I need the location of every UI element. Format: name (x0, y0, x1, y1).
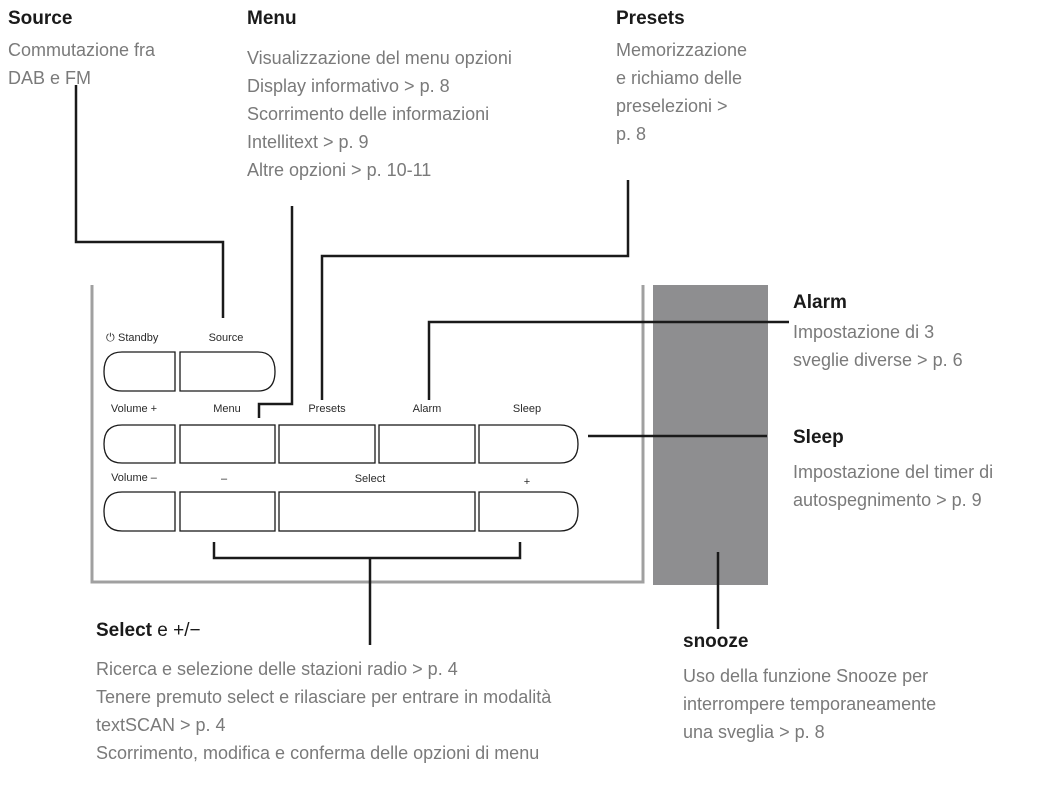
sleep-label: Sleep (513, 403, 541, 415)
presets-callout-text: Memorizzazione e richiamo delle preselez… (616, 36, 747, 148)
select-label: Select (355, 473, 386, 485)
select-desc-line: Scorrimento, modifica e conferma delle o… (96, 743, 540, 763)
presets-callout-title: Presets (616, 8, 685, 29)
volume-minus-button[interactable] (103, 491, 176, 532)
menu-button[interactable] (179, 424, 276, 464)
select-desc-line: Ricerca e selezione delle stazioni radio… (96, 659, 458, 679)
panel-outline (90, 285, 645, 584)
snooze-callout-text: Uso della funzione Snooze per interrompe… (683, 662, 936, 746)
menu-desc-line: Display informativo > p. 8 (247, 76, 450, 96)
presets-button[interactable] (278, 424, 376, 464)
snooze-callout-title: snooze (683, 631, 749, 652)
menu-desc-line: Scorrimento delle informazioni (247, 104, 490, 124)
menu-callout-text: Visualizzazione del menu opzioni Display… (247, 44, 512, 184)
menu-label: Menu (213, 403, 241, 415)
minus-label: – (221, 473, 228, 485)
alarm-label: Alarm (413, 403, 442, 415)
source-callout-title: Source (8, 8, 73, 29)
standby-button[interactable] (103, 351, 176, 392)
select-callout-title: Select e +/− (96, 620, 201, 642)
select-callout-text: Ricerca e selezione delle stazioni radio… (96, 655, 551, 767)
alarm-desc-line: sveglie diverse > p. 6 (793, 350, 963, 370)
menu-leader-line (257, 206, 294, 418)
select-title-suffix: e +/− (151, 620, 201, 641)
sleep-callout-title: Sleep (793, 427, 844, 448)
presets-desc-line: preselezioni > (616, 96, 728, 116)
menu-desc-line: Intellitext > p. 9 (247, 132, 369, 152)
snooze-desc-line: Uso della funzione Snooze per (683, 666, 929, 686)
select-desc-line: textSCAN > p. 4 (96, 715, 226, 735)
source-leader-line (74, 85, 225, 318)
alarm-callout-title: Alarm (793, 292, 847, 313)
alarm-leader-line (427, 320, 789, 400)
sleep-desc-line: autospegnimento > p. 9 (793, 490, 982, 510)
sleep-button[interactable] (478, 424, 579, 464)
source-callout-text: Commutazione fra DAB e FM (8, 36, 155, 92)
presets-leader-line (320, 180, 630, 400)
volume-minus-label: Volume – (111, 472, 158, 484)
source-button[interactable] (179, 351, 276, 392)
select-title-word: Select (96, 620, 152, 641)
presets-label: Presets (308, 403, 346, 415)
alarm-button[interactable] (378, 424, 476, 464)
sleep-desc-line: Impostazione del timer di (793, 462, 994, 482)
alarm-callout-text: Impostazione di 3 sveglie diverse > p. 6 (793, 318, 963, 374)
menu-callout-title: Menu (247, 8, 297, 29)
volume-plus-label: Volume + (111, 403, 157, 415)
sleep-callout-text: Impostazione del timer di autospegniment… (793, 458, 993, 514)
source-desc-line: Commutazione fra (8, 40, 156, 60)
menu-desc-line: Visualizzazione del menu opzioni (247, 48, 512, 68)
leader-lines (74, 85, 789, 645)
snooze-desc-line: interrompere temporaneamente (683, 694, 937, 714)
snooze-desc-line: una sveglia > p. 8 (683, 722, 825, 742)
presets-desc-line: Memorizzazione (616, 40, 748, 60)
select-button[interactable] (278, 491, 476, 532)
standby-label: Standby (118, 332, 159, 344)
source-desc-line: DAB e FM (8, 68, 92, 88)
minus-button[interactable] (179, 491, 276, 532)
presets-desc-line: p. 8 (616, 124, 647, 144)
standby-power-icon: ⏻ (106, 332, 115, 344)
presets-desc-line: e richiamo delle (616, 68, 743, 88)
volume-plus-button[interactable] (103, 424, 176, 464)
select-bracket-line (212, 542, 522, 645)
plus-label: + (524, 476, 530, 488)
plus-button[interactable] (478, 491, 579, 532)
source-label: Source (209, 332, 244, 344)
select-desc-line: Tenere premuto select e rilasciare per e… (96, 687, 552, 707)
menu-desc-line: Altre opzioni > p. 10-11 (247, 160, 432, 180)
alarm-desc-line: Impostazione di 3 (793, 322, 935, 342)
